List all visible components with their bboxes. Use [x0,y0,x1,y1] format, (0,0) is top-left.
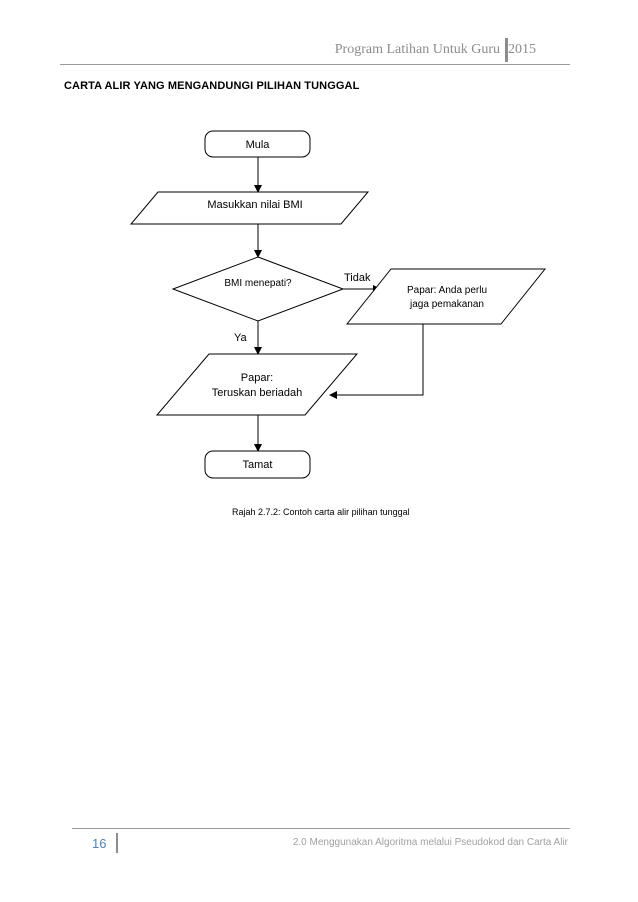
yes-label: Ya [234,332,248,344]
decision-diamond [171,256,345,322]
output-yes-parallelogram [155,353,359,416]
output-no-parallelogram [345,268,547,325]
footer-divider [116,833,118,853]
start-label: Mula [246,139,271,151]
end-label: Tamat [243,459,273,471]
connector-output-no-merge [329,324,424,399]
page-number: 16 [92,836,107,851]
output-yes-line2: Teruskan beriadah [212,387,303,399]
input-parallelogram [129,191,370,225]
no-label: Tidak [344,272,371,284]
figure-caption: Rajah 2.7.2: Contoh carta alir pilihan t… [232,507,410,517]
page-header: Program Latihan Untuk Guru 2015 [60,36,570,66]
header-divider [505,38,508,62]
footer-chapter: 2.0 Menggunakan Algoritma melalui Pseudo… [292,837,568,848]
header-year: 2015 [508,42,536,57]
output-no-line1: Papar: Anda perlu [407,285,487,296]
input-label: Masukkan nilai BMI [207,199,302,211]
header-rule [60,64,570,65]
output-no-line2: jaga pemakanan [409,299,484,310]
running-title: Program Latihan Untuk Guru [334,42,500,57]
footer-rule [72,828,570,829]
output-yes-line1: Papar: [241,372,273,384]
decision-label: BMI menepati? [224,278,292,289]
end-terminator [204,450,311,479]
section-title: CARTA ALIR YANG MENGANDUNGI PILIHAN TUNG… [64,80,360,92]
flowchart: Mula Masukkan nilai BMI BMI menepati? Ti… [129,130,547,479]
